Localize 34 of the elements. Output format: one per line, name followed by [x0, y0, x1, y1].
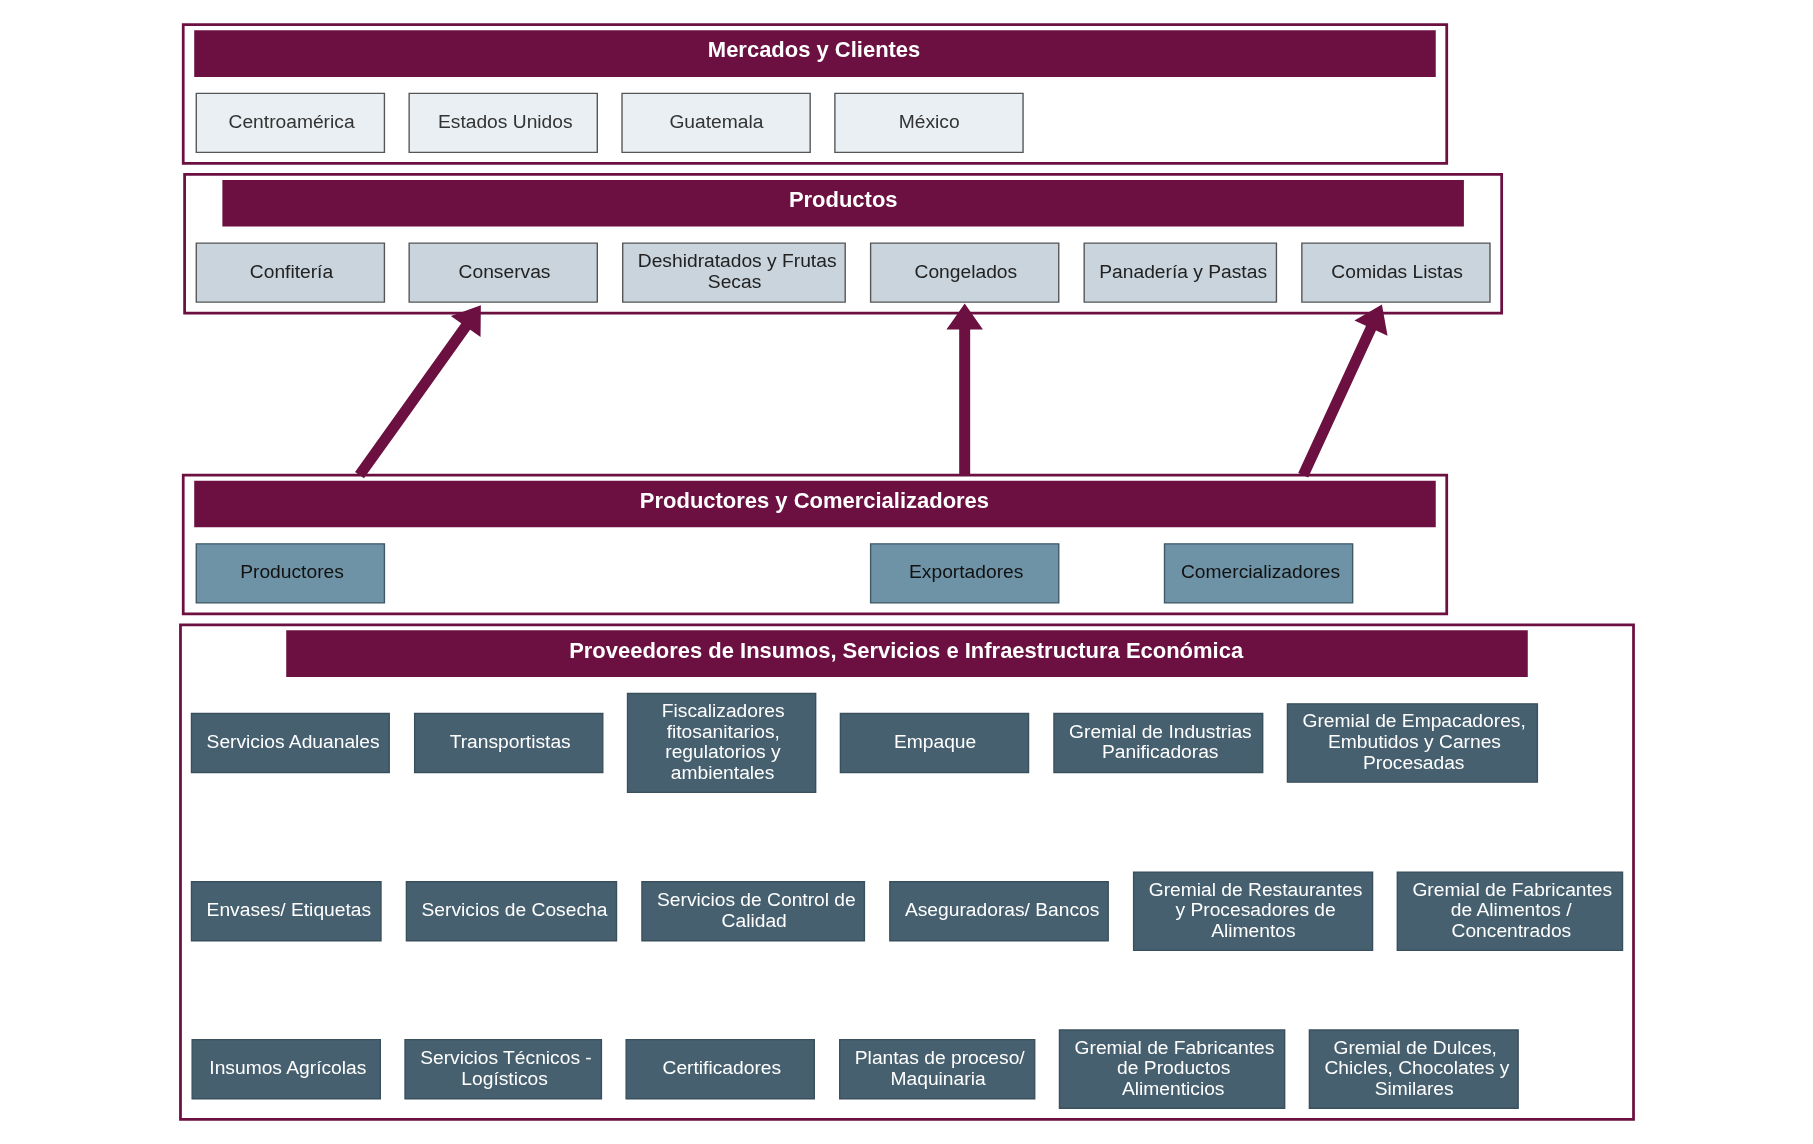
node-box: Plantas de proceso/ Maquinaria	[838, 1038, 1035, 1100]
node-box: Transportistas	[413, 712, 603, 774]
node-box: Servicios Técnicos - Logísticos	[403, 1038, 602, 1100]
node-box: Gremial de Dulces, Chicles, Chocolates y Similares	[1308, 1029, 1519, 1109]
node-box: Empaque	[839, 712, 1029, 774]
arrow	[945, 303, 983, 476]
node-box: Congelados	[869, 242, 1059, 303]
node-box: Conservas	[407, 242, 598, 303]
node-box: Guatemala	[620, 92, 811, 154]
node-box: Insumos Agrícolas	[190, 1038, 381, 1100]
node-box: Estados Unidos	[407, 92, 598, 154]
node-box: Deshidratados y Frutas Secas	[621, 242, 846, 303]
node-box: Gremial de Fabricantes de Alimentos / Concentrados	[1396, 871, 1623, 952]
node-box: México	[833, 92, 1024, 154]
node-box: Servicios de Cosecha	[405, 881, 617, 942]
node-box: Certificadores	[624, 1038, 815, 1100]
node-box: Fiscalizadores fitosanitarios, regulatorios y ambientales	[626, 692, 816, 794]
arrow	[1297, 304, 1388, 478]
node-box: Exportadores	[869, 543, 1059, 604]
node-box: Gremial de Industrias Panificadoras	[1052, 712, 1263, 774]
node-box: Gremial de Empacadores, Embutidos y Carnes Procesadas	[1286, 703, 1538, 783]
arrow	[354, 305, 481, 479]
node-box: Comidas Listas	[1300, 242, 1491, 303]
node-box: Gremial de Restaurantes y Procesadores de Alimentos	[1132, 871, 1373, 952]
node-box: Servicios Aduanales	[190, 712, 390, 774]
node-box: Confitería	[195, 242, 385, 303]
node-box: Panadería y Pastas	[1083, 242, 1277, 303]
node-box: Gremial de Fabricantes de Productos Alimenticios	[1058, 1029, 1285, 1109]
node-box: Servicios de Control de Calidad	[640, 881, 865, 942]
node-box: Productores	[195, 543, 385, 604]
node-box: Envases/ Etiquetas	[190, 881, 382, 942]
node-box: Centroamérica	[195, 92, 385, 154]
node-box: Comercializadores	[1163, 543, 1353, 604]
node-box: Aseguradoras/ Bancos	[888, 881, 1109, 942]
